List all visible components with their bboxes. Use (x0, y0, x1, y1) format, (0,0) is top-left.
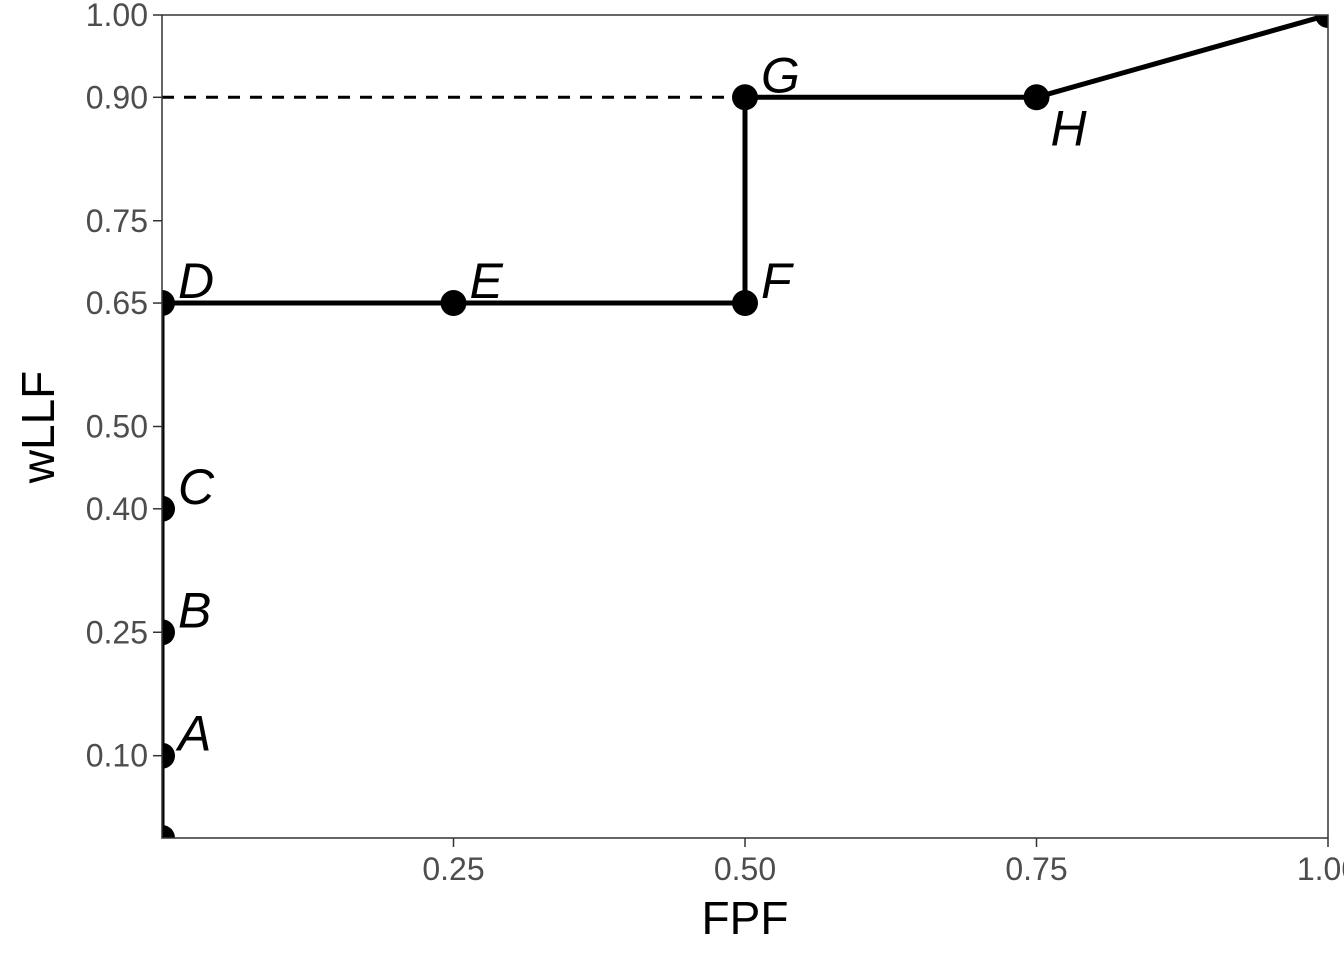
x-tick-label: 0.50 (714, 851, 776, 887)
point-label-g: G (761, 47, 800, 103)
y-tick-label: 0.75 (86, 203, 148, 239)
y-axis-title: wLLF (12, 371, 64, 484)
operating-point-e (440, 290, 467, 317)
point-labels-layer: A B C D E F G H (175, 47, 1088, 761)
operating-point-g (732, 84, 758, 111)
x-tick-label: 1.00 (1297, 851, 1344, 887)
operating-point-b (162, 619, 175, 646)
point-label-c: C (178, 459, 215, 515)
operating-point-h (1023, 84, 1050, 111)
point-label-h: H (1051, 100, 1088, 156)
point-label-d: D (178, 253, 214, 309)
operating-point-a (162, 742, 175, 769)
operating-point-f (732, 290, 758, 317)
y-tick-label: 0.50 (86, 409, 148, 445)
points-layer (162, 15, 1328, 838)
operating-point-c (162, 495, 175, 522)
y-tick-label: 1.00 (86, 0, 148, 33)
x-axis-title: FPF (702, 892, 789, 944)
point-label-f: F (761, 253, 794, 309)
y-tick-label: 0.40 (86, 491, 148, 527)
x-tick-label: 0.25 (422, 851, 484, 887)
point-label-e: E (470, 253, 504, 309)
y-tick-label: 0.90 (86, 79, 148, 115)
curve-layer (162, 15, 1328, 838)
x-tick-label: 0.75 (1005, 851, 1067, 887)
y-tick-label: 0.65 (86, 285, 148, 321)
axes-layer: 0.25 0.50 0.75 1.00 0.10 0.25 0.40 0.50 0.65 0.75… (86, 0, 1344, 887)
y-tick-label: 0.10 (86, 738, 148, 774)
y-tick-label: 0.25 (86, 614, 148, 650)
operating-point (1315, 15, 1328, 28)
point-label-a: A (175, 706, 211, 762)
roc-curve-line (162, 15, 1328, 838)
point-label-b: B (178, 582, 211, 638)
operating-point-d (162, 290, 175, 317)
operating-point (162, 825, 175, 838)
